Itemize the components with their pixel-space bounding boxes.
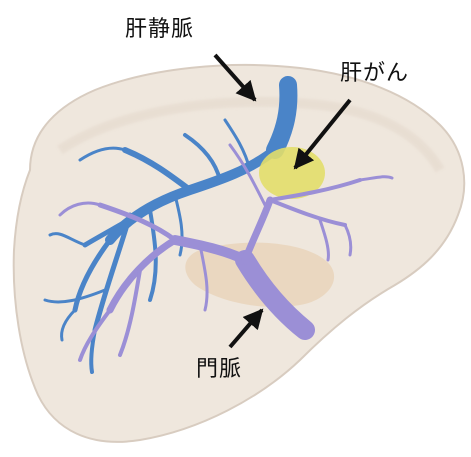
label-portal-vein: 門脈 [196, 357, 242, 382]
label-liver-cancer: 肝がん [340, 61, 409, 86]
label-hepatic-vein: 肝静脈 [125, 17, 194, 42]
